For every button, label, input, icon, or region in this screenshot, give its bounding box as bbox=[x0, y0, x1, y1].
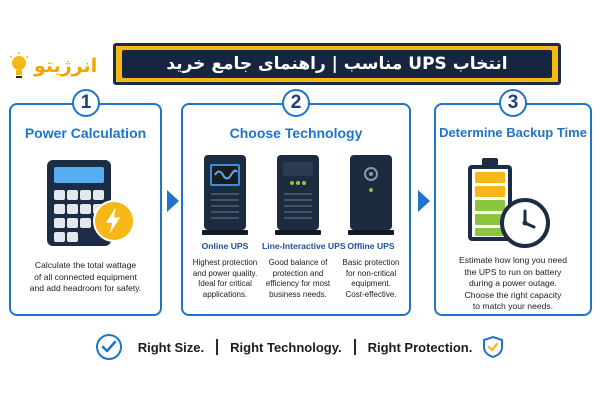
step-description: Estimate how long you need the UPS to ru… bbox=[459, 255, 567, 311]
step-number-1: 1 bbox=[72, 89, 100, 117]
step-description: Calculate the total wattage of all conne… bbox=[29, 260, 142, 293]
ups-option-line-interactive: Line-Interactive UPS Good balance of pro… bbox=[262, 155, 346, 300]
ups-option-offline: Offline UPS Basic protection for non-cri… bbox=[335, 155, 407, 300]
ups-offline-icon bbox=[350, 155, 392, 230]
clock-icon bbox=[500, 198, 550, 248]
footer-tagline: Right Size. Right Technology. Right Prot… bbox=[0, 332, 600, 362]
step-card-backup-time: Determine Backup Time Estimate how long … bbox=[434, 103, 592, 316]
step-title: Power Calculation bbox=[24, 125, 147, 141]
footer-item: Right Size. bbox=[137, 339, 205, 355]
ups-option-description: Good balance of protection and efficienc… bbox=[265, 258, 331, 299]
lightning-bolt-icon bbox=[93, 200, 135, 242]
footer-separator bbox=[353, 339, 356, 355]
ups-option-name: Offline UPS bbox=[347, 241, 395, 251]
arrow-right-icon bbox=[418, 190, 430, 212]
banner-title: انتخاب UPS مناسب | راهنمای جامع خرید bbox=[166, 54, 508, 74]
ups-online-icon bbox=[204, 155, 246, 230]
step-title: Determine Backup Time bbox=[439, 125, 587, 140]
footer-item: Right Protection. bbox=[367, 339, 473, 355]
battery-cap bbox=[482, 158, 498, 165]
check-circle-icon bbox=[95, 334, 122, 360]
ups-option-name: Online UPS bbox=[201, 241, 249, 251]
ups-line-interactive-icon bbox=[277, 155, 319, 230]
step-card-power-calculation: Power Calculation Calculate the total wa… bbox=[9, 103, 162, 316]
calculator-screen bbox=[54, 167, 104, 183]
step-card-choose-technology: Choose Technology Online UPS Highest pro… bbox=[181, 103, 411, 316]
ups-option-description: Basic protection for non-critical equipm… bbox=[342, 258, 400, 299]
footer-separator bbox=[216, 339, 219, 355]
footer-item: Right Technology. bbox=[230, 339, 342, 355]
step-number-3: 3 bbox=[499, 89, 527, 117]
lightbulb-icon bbox=[9, 52, 29, 78]
step-number-2: 2 bbox=[282, 89, 310, 117]
brand-logo: انرژیتو bbox=[8, 46, 108, 86]
ups-option-online: Online UPS Highest protection and power … bbox=[189, 155, 261, 300]
banner-inner: انتخاب UPS مناسب | راهنمای جامع خرید bbox=[122, 50, 552, 78]
step-title: Choose Technology bbox=[229, 125, 363, 141]
ups-option-description: Highest protection and power quality. Id… bbox=[192, 258, 258, 299]
ups-option-name: Line-Interactive UPS bbox=[262, 241, 346, 251]
arrow-right-icon bbox=[167, 190, 179, 212]
logo-text: انرژیتو bbox=[34, 55, 98, 77]
title-banner: انتخاب UPS مناسب | راهنمای جامع خرید bbox=[113, 43, 561, 85]
shield-check-icon bbox=[483, 335, 504, 359]
